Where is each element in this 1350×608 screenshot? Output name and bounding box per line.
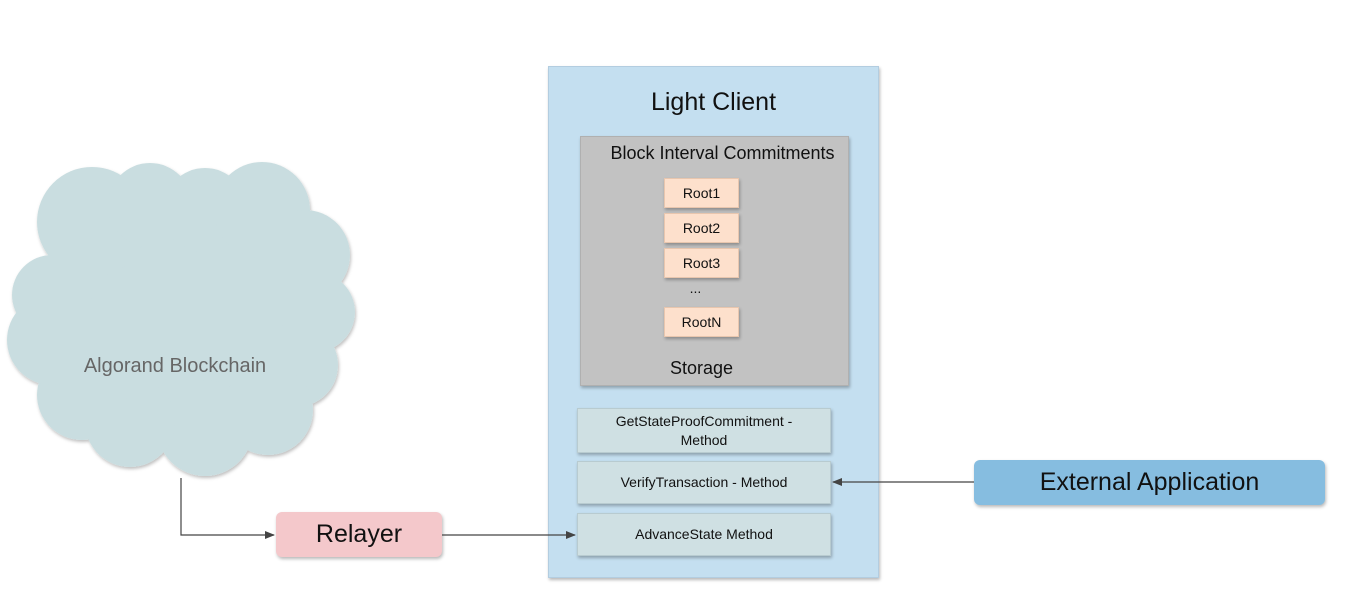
external-application-box: External Application xyxy=(974,460,1325,505)
root-3-box: Root3 xyxy=(664,248,739,278)
advance-state-method: AdvanceState Method xyxy=(577,513,831,556)
storage-label: Storage xyxy=(669,358,734,378)
cloud-to-relayer-arrow xyxy=(180,478,275,539)
root-1-box: Root1 xyxy=(664,178,739,208)
light-client-title: Light Client xyxy=(650,88,777,116)
storage-heading: Block Interval Commitments xyxy=(610,143,835,163)
root-n-box: RootN xyxy=(664,307,739,337)
cloud-label: Algorand Blockchain xyxy=(83,355,267,377)
root-2-box: Root2 xyxy=(664,213,739,243)
relayer-box: Relayer xyxy=(276,512,442,557)
roots-ellipsis: ... xyxy=(689,280,702,296)
verify-transaction-method: VerifyTransaction - Method xyxy=(577,461,831,504)
algorand-cloud-shape xyxy=(7,162,355,476)
get-state-proof-method: GetStateProofCommitment - Method xyxy=(577,408,831,453)
